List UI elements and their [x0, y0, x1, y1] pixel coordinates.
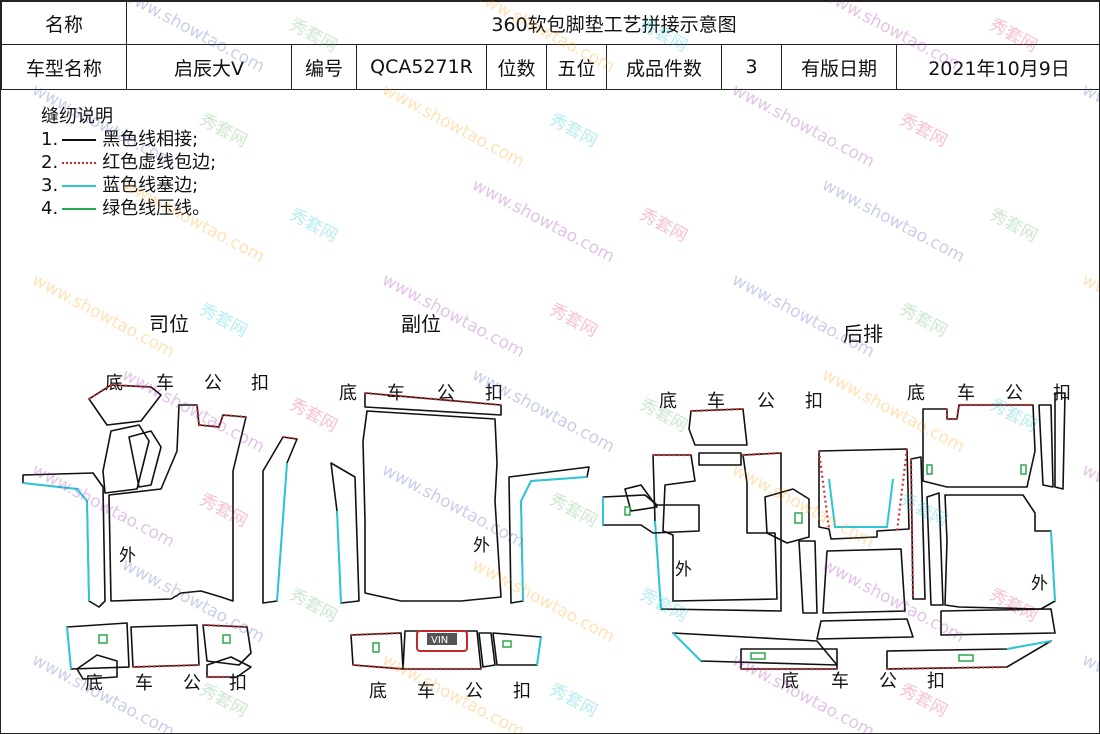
rear-bottom-strip-right — [886, 640, 1052, 670]
passenger-outer-label: 外 — [473, 536, 490, 556]
rear-left-side-flap — [602, 494, 700, 534]
svg-text:车: 车 — [417, 681, 435, 702]
driver-green-mark-2 — [222, 634, 231, 644]
driver-green-mark-1 — [98, 634, 108, 644]
svg-text:底: 底 — [659, 391, 677, 412]
green-line-swatch — [62, 207, 97, 210]
rear-green-mark-2 — [794, 512, 803, 524]
svg-text:扣: 扣 — [229, 673, 247, 694]
sewing-legend: 缝纫说明 1.黑色线相接; 2.红色虚线包边; 3.蓝色线塞边; 4.绿色线压线… — [41, 105, 216, 220]
black-line-swatch — [62, 138, 97, 141]
rear-left-main — [652, 452, 782, 612]
driver-section: 司位 底 车 公 扣 外 — [22, 312, 298, 694]
rear-green-mark-6 — [958, 654, 974, 662]
legend-item-black: 1.黑色线相接; — [41, 129, 199, 150]
model-value: 启辰大V — [126, 44, 292, 90]
seat-value: 五位 — [546, 44, 607, 90]
passenger-top-clip-label: 底 车 公 扣 — [339, 383, 503, 404]
vin-label: VIN — [431, 635, 448, 646]
passenger-bottom-left — [350, 632, 404, 670]
red-dotted-swatch — [62, 161, 97, 164]
driver-bottom-clip-label: 底 车 公 扣 — [85, 673, 247, 694]
svg-text:车: 车 — [831, 671, 849, 692]
driver-bottom-left — [66, 622, 130, 670]
diagram-title: 360软包脚垫工艺拼接示意图 — [125, 1, 1099, 45]
pieces-value: 3 — [721, 44, 782, 90]
driver-door-strip-left — [22, 472, 106, 608]
rear-right-top-clip-label: 底 车 公 扣 — [907, 383, 1071, 404]
model-label: 车型名称 — [1, 44, 127, 90]
svg-text:扣: 扣 — [805, 391, 823, 412]
driver-top-clip-label: 底 车 公 扣 — [105, 373, 269, 394]
driver-main-piece — [108, 404, 247, 602]
passenger-green-mark-1 — [372, 642, 380, 653]
rear-green-mark-1 — [624, 506, 631, 516]
svg-text:车: 车 — [156, 373, 174, 394]
svg-text:车: 车 — [135, 673, 153, 694]
legend-item-red: 2.红色虚线包边; — [41, 152, 217, 173]
svg-text:底: 底 — [369, 681, 387, 702]
rear-right-outer-label: 外 — [1031, 574, 1048, 594]
rear-green-mark-4 — [1020, 464, 1027, 475]
legend-item-cyan: 3.蓝色线塞边; — [41, 175, 199, 196]
passenger-section: 副位 底 车 公 扣 外 VIN — [330, 312, 590, 702]
date-value: 2021年10月9日 — [895, 44, 1099, 90]
rear-title: 后排 — [843, 322, 883, 346]
rear-bottom-clip-label: 底 车 公 扣 — [781, 671, 945, 692]
svg-text:底: 底 — [907, 383, 925, 404]
vin-plate — [427, 633, 457, 645]
rear-center-hump — [764, 488, 810, 544]
svg-text:车: 车 — [957, 383, 975, 404]
svg-text:公: 公 — [879, 671, 897, 692]
svg-text:底: 底 — [105, 373, 123, 394]
svg-text:公: 公 — [1005, 383, 1023, 404]
driver-left-bolster — [102, 424, 150, 494]
svg-text:公: 公 — [183, 673, 201, 694]
passenger-title: 副位 — [401, 312, 441, 336]
driver-outer-label: 外 — [119, 546, 136, 566]
driver-bottom-middle — [130, 624, 200, 668]
vin-window — [416, 630, 468, 652]
svg-text:扣: 扣 — [251, 373, 269, 394]
svg-text:底: 底 — [85, 673, 103, 694]
svg-text:扣: 扣 — [513, 681, 531, 702]
pieces-label: 成品件数 — [606, 44, 722, 90]
svg-text:车: 车 — [707, 391, 725, 412]
svg-text:公: 公 — [204, 373, 222, 394]
svg-text:扣: 扣 — [485, 383, 503, 404]
svg-text:公: 公 — [757, 391, 775, 412]
rear-left-top-clip-label: 底 车 公 扣 — [659, 391, 823, 412]
passenger-main-piece — [362, 410, 502, 602]
rear-section: 后排 底 车 公 扣 底 车 公 扣 外 — [602, 322, 1071, 692]
driver-heel-pad — [88, 384, 162, 426]
passenger-green-mark-2 — [502, 640, 512, 648]
legend-item-green: 4.绿色线压线。 — [41, 198, 211, 219]
svg-text:车: 车 — [387, 383, 405, 404]
legend-title: 缝纫说明 — [41, 106, 113, 127]
rear-center-middle — [822, 548, 906, 614]
rear-left-tunnel-top — [688, 408, 748, 446]
code-value: QCA5271R — [356, 44, 487, 90]
svg-text:底: 底 — [339, 383, 357, 404]
rear-green-mark-5 — [750, 652, 766, 660]
header-table: 名称 360软包脚垫工艺拼接示意图 车型名称 启辰大V 编号 QCA5271R … — [1, 1, 1099, 90]
rear-right-top — [922, 404, 1036, 488]
passenger-bottom-clip-label: 底 车 公 扣 — [369, 681, 531, 702]
rear-left-outer-label: 外 — [675, 560, 692, 580]
svg-text:扣: 扣 — [927, 671, 945, 692]
driver-title: 司位 — [149, 312, 189, 336]
svg-text:底: 底 — [781, 671, 799, 692]
seat-label: 位数 — [486, 44, 547, 90]
svg-text:公: 公 — [465, 681, 483, 702]
passenger-bottom-right — [492, 632, 542, 666]
driver-tunnel-strip — [262, 436, 298, 604]
cyan-line-swatch — [62, 184, 97, 187]
passenger-left-strip — [330, 462, 360, 604]
rear-green-mark-3 — [926, 464, 933, 475]
code-label: 编号 — [291, 44, 357, 90]
name-label: 名称 — [1, 1, 127, 45]
